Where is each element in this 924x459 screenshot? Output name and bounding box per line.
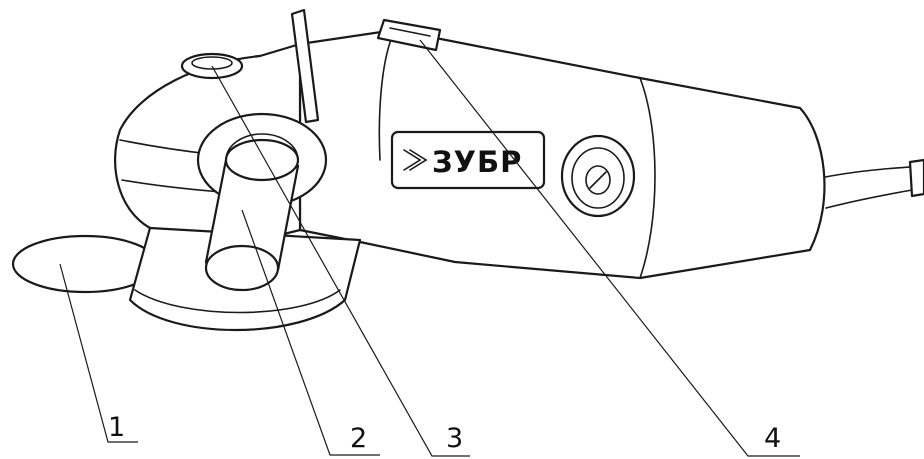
- leader-line-1: [59, 263, 138, 443]
- speed-dial: [560, 134, 636, 218]
- leader-line-3: [211, 65, 470, 457]
- leader-line-4: [419, 39, 800, 457]
- arrow-logo-icon: [403, 149, 428, 171]
- leader-line-2: [241, 209, 380, 456]
- callout-number-4: 4: [764, 423, 781, 454]
- callout-number-1: 1: [108, 412, 125, 443]
- callout-number-3: 3: [446, 423, 463, 454]
- brand-logo-text: ЗУБР: [432, 145, 522, 179]
- power-switch: [376, 18, 442, 52]
- motor-housing: [298, 28, 826, 280]
- callout-number-2: 2: [350, 423, 367, 454]
- brand-logo-plate: ЗУБР: [390, 130, 546, 190]
- side-handle: [196, 112, 328, 292]
- leader-lines: [59, 39, 800, 457]
- power-cord: [819, 158, 924, 209]
